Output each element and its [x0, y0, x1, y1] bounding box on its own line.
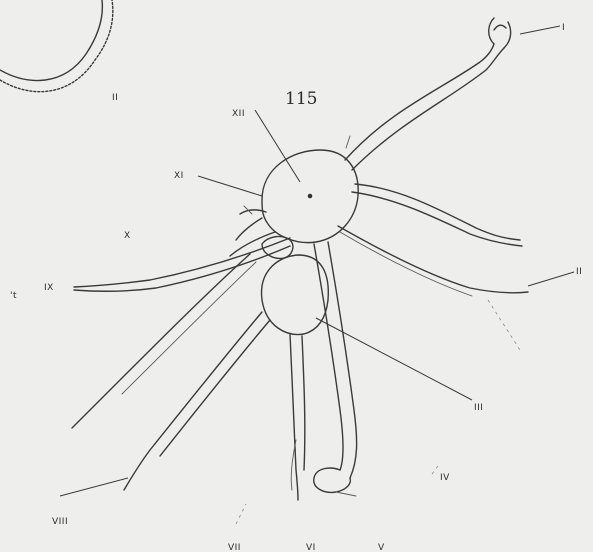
label-XII: XII — [232, 109, 245, 119]
label-II-right: II — [576, 267, 582, 277]
figure-number: 115 — [285, 89, 317, 109]
process-II — [338, 184, 528, 350]
label-VI: VI — [306, 543, 316, 552]
label-I: I — [562, 23, 565, 33]
label-XI: XI — [174, 171, 184, 181]
lower-cell-body — [262, 237, 329, 335]
nucleus-dot — [308, 194, 313, 199]
label-IV: IV — [440, 473, 450, 483]
process-I — [345, 18, 511, 170]
process-IX — [74, 218, 290, 291]
label-II-top: II — [112, 93, 118, 103]
label-IX: IX — [44, 283, 54, 293]
label-V: V — [378, 543, 385, 552]
process-VII-branch — [72, 254, 256, 428]
process-VI — [290, 334, 305, 500]
label-X: X — [124, 231, 131, 241]
label-VII: VII — [228, 543, 241, 552]
process-VIII — [124, 312, 270, 490]
process-V — [314, 242, 357, 496]
coiled-tube — [0, 0, 113, 92]
label-VIII: VIII — [52, 517, 68, 527]
label-stray-mark: 't — [10, 291, 17, 301]
label-III: III — [474, 403, 483, 413]
